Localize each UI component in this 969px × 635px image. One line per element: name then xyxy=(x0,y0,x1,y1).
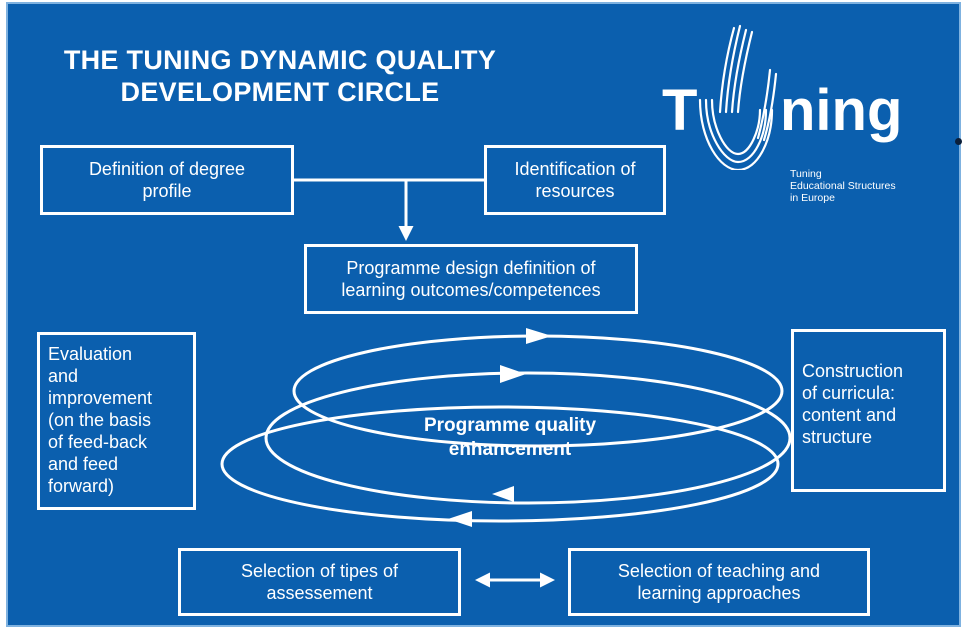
logo-word-ning: ning xyxy=(780,78,903,143)
box-programme-design-label: Programme design definition of learning … xyxy=(341,258,601,300)
box-teaching-label: Selection of teaching and learning appro… xyxy=(617,561,821,603)
box-programme-design: Programme design definition of learning … xyxy=(304,244,638,314)
box-evaluation-and-improvement: Evaluation and improvement (on the basis… xyxy=(37,332,196,510)
logo-subtitle: Tuning Educational Structures in Europe xyxy=(790,168,896,204)
cycle-arrowhead-mid-top xyxy=(500,365,526,383)
box-degree-profile: Definition of degree profile xyxy=(40,145,294,215)
diagram-title-line-1: THE TUNING DYNAMIC QUALITY xyxy=(63,45,497,75)
box-resources-label: Identification of resources xyxy=(514,159,636,201)
corner-dot xyxy=(955,138,962,145)
box-assessment-label: Selection of tipes of assessement xyxy=(240,561,399,603)
box-evaluation-label: Evaluation and improvement (on the basis… xyxy=(48,344,153,496)
cycle-arrowhead-top xyxy=(526,328,552,344)
cycle-arrowhead-mid-bottom xyxy=(492,486,514,502)
center-label: Programme quality enhancement xyxy=(423,415,597,460)
diagram-title-line-2: DEVELOPMENT CIRCLE xyxy=(120,77,440,107)
box-construction-label: Construction of curricula: content and s… xyxy=(802,361,904,447)
cycle-ellipse-lower xyxy=(220,405,780,523)
box-identification-of-resources: Identification of resources xyxy=(484,145,666,215)
cycle-arrowhead-bottom xyxy=(448,511,472,527)
diagram-panel xyxy=(6,2,961,627)
box-selection-of-teaching-approaches: Selection of teaching and learning appro… xyxy=(568,548,870,616)
box-degree-profile-label: Definition of degree profile xyxy=(88,159,246,201)
logo-letter-t: T xyxy=(662,78,698,143)
cycle-ellipse-middle xyxy=(264,371,792,505)
tuning-logo-mark-icon xyxy=(698,24,778,170)
box-selection-of-assessment: Selection of tipes of assessement xyxy=(178,548,461,616)
box-construction-of-curricula: Construction of curricula: content and s… xyxy=(791,329,946,492)
